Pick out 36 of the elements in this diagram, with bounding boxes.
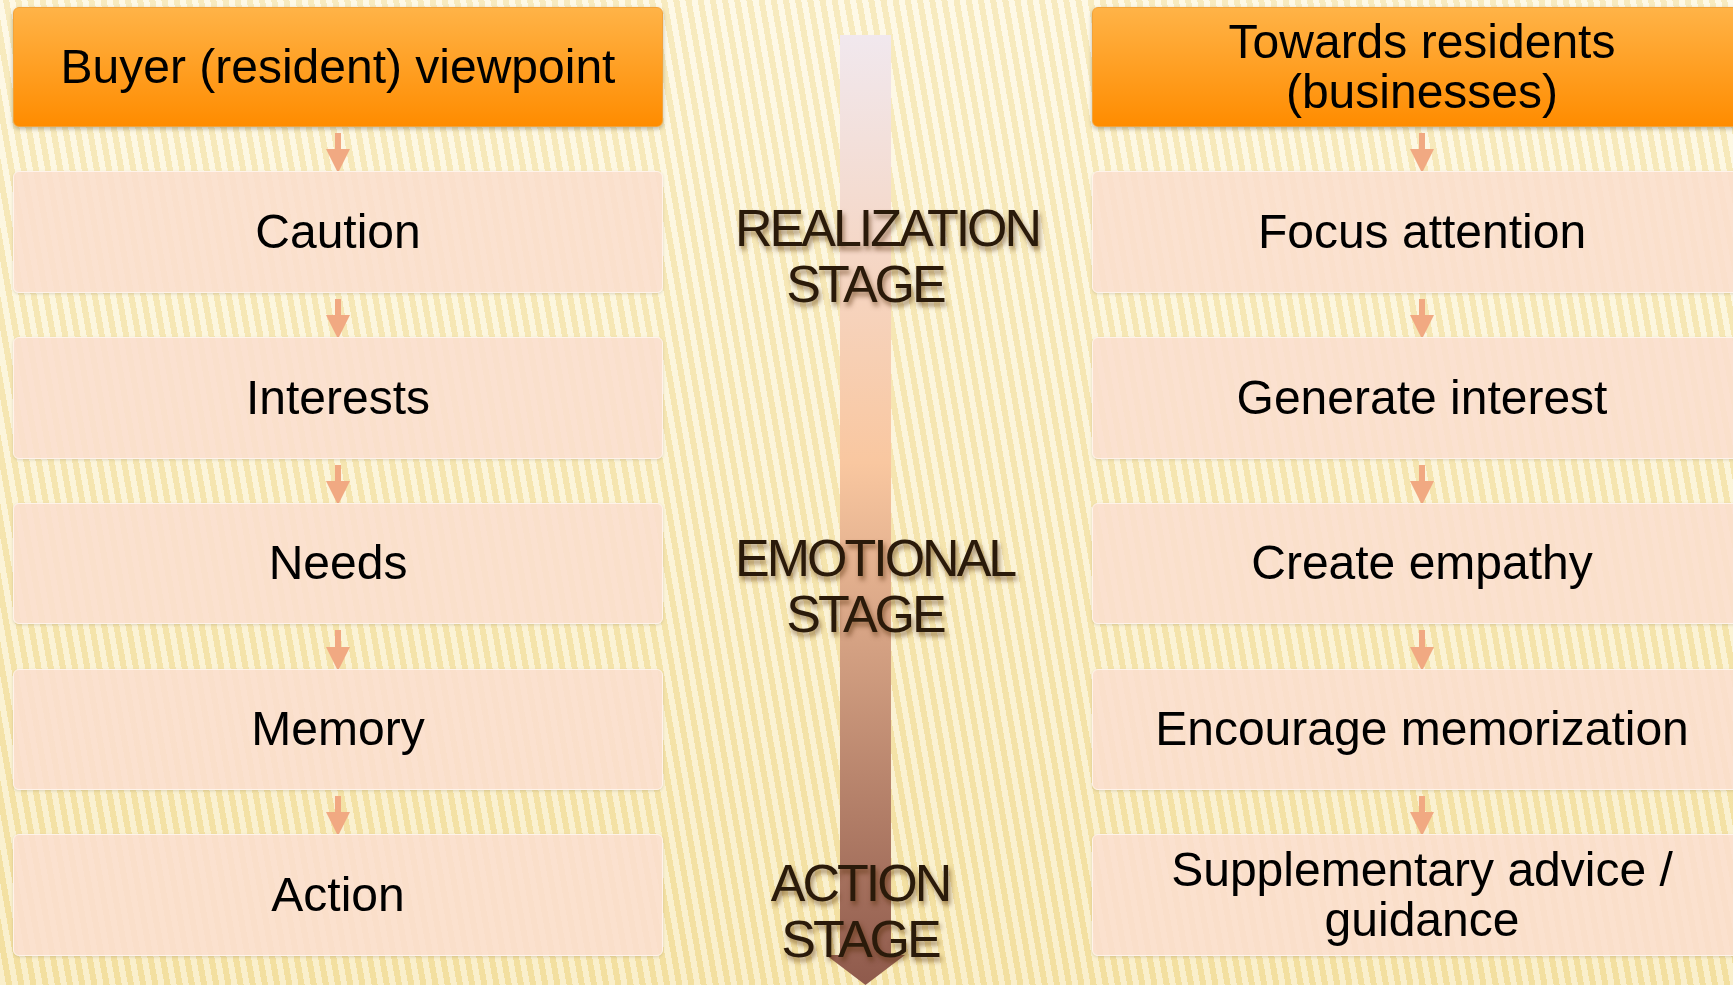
step-text: Generate interest <box>1235 372 1609 424</box>
arrow <box>326 299 350 339</box>
step-box <box>1092 503 1733 624</box>
step-box <box>13 337 663 459</box>
arrow <box>1410 796 1434 836</box>
step-box <box>1092 834 1733 956</box>
step-text: Towards residents (businesses) <box>1227 16 1617 118</box>
step-text: Supplementary advice / guidance <box>1170 844 1674 946</box>
step-box <box>1092 669 1733 790</box>
step-box <box>13 834 663 956</box>
step-text: Interests <box>244 372 432 424</box>
step-text: Needs <box>267 538 409 589</box>
step-text: Memory <box>250 704 426 755</box>
arrow <box>1410 465 1434 505</box>
arrow <box>326 133 350 173</box>
step-text: Encourage memorization <box>1154 704 1690 755</box>
arrow <box>326 796 350 836</box>
arrow <box>1410 133 1434 173</box>
step-box <box>1092 337 1733 459</box>
step-box <box>1092 171 1733 293</box>
arrow <box>1410 630 1434 671</box>
step-text: Action <box>270 869 406 921</box>
step-text: Buyer (resident) viewpoint <box>59 41 617 93</box>
step-text: Create empathy <box>1250 538 1594 589</box>
step-box <box>13 171 663 293</box>
stage-label: REALIZATION STAGE <box>734 200 1041 313</box>
arrow <box>1410 299 1434 339</box>
header-box <box>13 7 663 127</box>
step-text: Caution <box>254 206 422 258</box>
arrow <box>326 465 350 505</box>
header-box <box>1092 7 1733 127</box>
step-text: Focus attention <box>1256 206 1588 258</box>
stage-label: EMOTIONAL STAGE <box>734 530 1016 643</box>
step-box <box>13 503 663 624</box>
step-box <box>13 669 663 790</box>
arrow <box>326 630 350 671</box>
